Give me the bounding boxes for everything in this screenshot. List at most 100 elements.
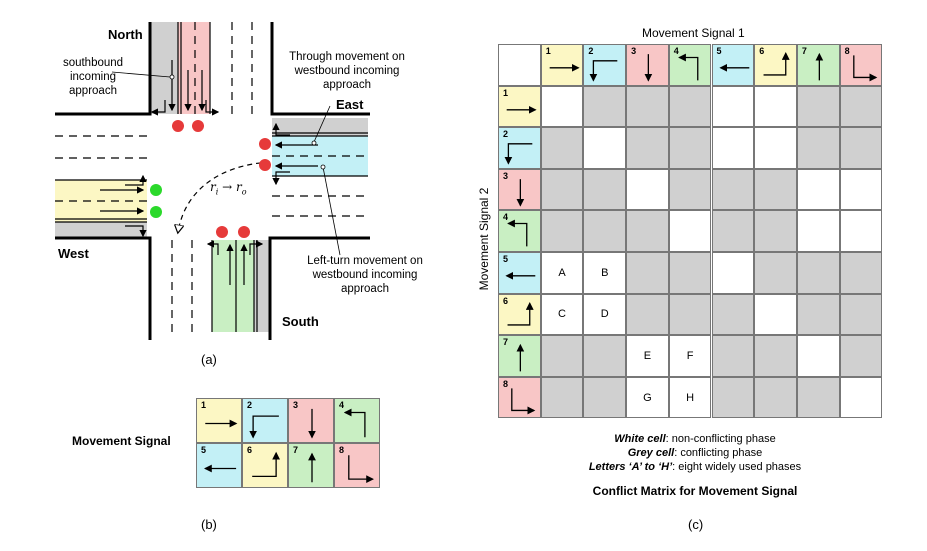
- arrow-down-icon: [644, 54, 653, 82]
- signal-light-green: [150, 206, 162, 218]
- phase-letter: E: [643, 349, 652, 362]
- arrow-left-icon: [718, 63, 749, 72]
- through-note: Through movement on westbound incoming a…: [289, 51, 405, 91]
- signal-number: 8: [844, 46, 850, 56]
- matrix-cell: [540, 293, 584, 336]
- signal-number: 1: [201, 400, 207, 410]
- signal-number: 2: [503, 129, 509, 140]
- south-incoming-lane: [212, 240, 254, 332]
- matrix-col-header-7: 7: [796, 44, 840, 86]
- signal-number: 4: [673, 46, 679, 56]
- phase-letter: C: [558, 308, 566, 321]
- matrix-cell: [754, 293, 797, 336]
- phase-letter: F: [686, 349, 694, 362]
- arrow-down-right-icon: [852, 55, 877, 82]
- matrix-cell: [626, 376, 669, 419]
- matrix-cell: [626, 127, 669, 169]
- matrix-cell: [839, 127, 883, 169]
- matrix-cell: [626, 252, 669, 294]
- matrix-cell: [668, 252, 712, 294]
- matrix-cell: [839, 210, 883, 252]
- arrow-up-left-icon: [507, 219, 528, 247]
- matrix-cell: [796, 127, 840, 169]
- matrix-col-header-5: 5: [711, 44, 755, 86]
- southbound-note: southbound incoming approach: [62, 57, 124, 97]
- signal-3: 3: [288, 398, 334, 443]
- arrow-right-icon: [506, 105, 537, 114]
- signal-light-red: [259, 138, 271, 150]
- matrix-cell: [839, 335, 883, 377]
- west-label: West: [58, 246, 89, 261]
- signal-number: 4: [503, 212, 509, 223]
- signal-number: 3: [631, 46, 637, 56]
- arrow-down-left-icon: [249, 415, 279, 439]
- matrix-cell: [839, 376, 883, 419]
- caption-a: (a): [201, 352, 217, 367]
- signal-number: 6: [503, 295, 509, 306]
- matrix-cell: [626, 210, 669, 252]
- matrix-cell: [754, 85, 797, 128]
- matrix-cell: [711, 293, 755, 336]
- phase-letter: H: [686, 391, 695, 404]
- legend-grey-val: : conflicting phase: [674, 447, 763, 459]
- west-outgoing-lane: [55, 222, 147, 238]
- matrix-cell: [796, 210, 840, 252]
- signal-number: 5: [503, 254, 509, 264]
- signal-light-red: [216, 226, 228, 238]
- matrix-row-title: Movement Signal 2: [477, 187, 491, 291]
- phase-letter: B: [601, 266, 609, 279]
- matrix-row-header-8: 8: [498, 376, 541, 419]
- matrix-cell: [540, 168, 584, 211]
- north-label: North: [108, 27, 143, 42]
- matrix-legend: White cell: non-conflicting phase Grey c…: [540, 432, 850, 474]
- matrix-row-header-1: 1: [498, 85, 541, 128]
- arrow-up-left-icon: [677, 53, 699, 81]
- matrix-col-header-2: 2: [583, 44, 627, 86]
- matrix-cell: [540, 252, 584, 294]
- matrix-cell: [754, 335, 797, 377]
- leftturn-note: Left-turn movement on westbound incoming…: [307, 255, 423, 295]
- signal-number: 3: [503, 170, 509, 181]
- signal-number: 4: [339, 400, 345, 410]
- left-turn-path: [178, 161, 271, 232]
- phase-letter: G: [643, 391, 652, 404]
- signal-number: 8: [503, 378, 509, 389]
- matrix-cell: [711, 168, 755, 211]
- matrix-cell: [839, 168, 883, 211]
- signal-2: 2: [242, 398, 288, 443]
- legend-grey-key: Grey cell: [627, 447, 675, 459]
- signal-number: 2: [247, 400, 253, 410]
- matrix-row-header-4: 4: [498, 210, 541, 252]
- matrix-cell: [711, 335, 755, 377]
- arrow-down-right-icon: [511, 388, 536, 415]
- matrix-cell: [540, 127, 584, 169]
- arrow-down-icon: [308, 408, 316, 439]
- matrix-row-header-3: 3: [498, 168, 541, 211]
- north-incoming-lane: [178, 22, 210, 114]
- matrix-row-header-7: 7: [498, 335, 541, 377]
- signal-light-red: [192, 120, 204, 132]
- matrix-cell: [540, 335, 584, 377]
- matrix-cell: [711, 85, 755, 128]
- arrow-down-left-icon: [504, 143, 533, 165]
- signal-7: 7: [288, 443, 334, 488]
- matrix-cell: [583, 252, 627, 294]
- caption-b: (b): [201, 517, 217, 532]
- south-label: South: [282, 314, 319, 329]
- matrix-cell: [668, 210, 712, 252]
- matrix-title: Conflict Matrix for Movement Signal: [592, 484, 798, 498]
- signal-8: 8: [334, 443, 380, 488]
- matrix-col-header-6: 6: [754, 44, 797, 86]
- legend-letters-val: : eight widely used phases: [672, 461, 802, 473]
- arrow-left-icon: [505, 271, 536, 280]
- matrix-cell: [754, 168, 797, 211]
- signal-5: 5: [196, 443, 242, 488]
- matrix-cell: [583, 210, 627, 252]
- east-label: East: [336, 97, 364, 112]
- signal-number: 2: [588, 46, 594, 56]
- legend-letters-key: Letters ‘A’ to ‘H’: [588, 461, 673, 473]
- matrix-cell: [583, 335, 627, 377]
